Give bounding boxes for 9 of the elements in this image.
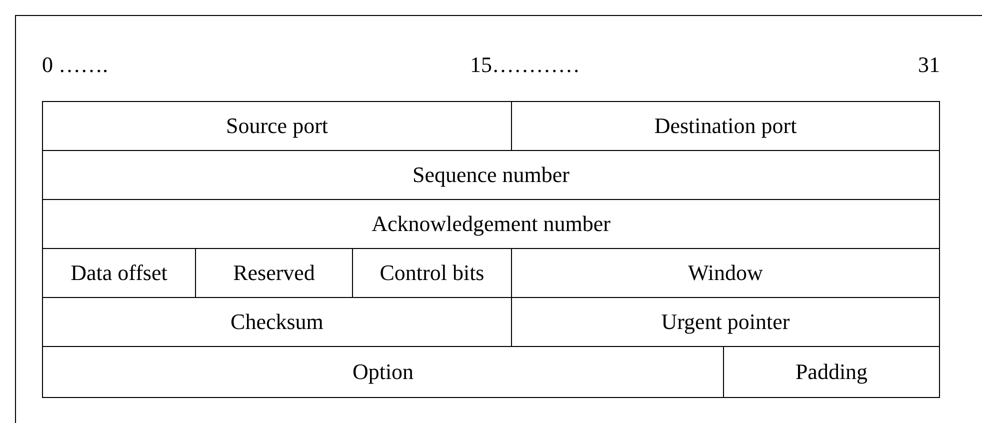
bit-position-label: 31 (918, 52, 940, 78)
bit-position-label: 15………… (470, 52, 580, 78)
header-field-cell: Destination port (511, 101, 940, 151)
header-field-cell: Acknowledgement number (42, 199, 940, 249)
header-field-cell: Sequence number (42, 150, 940, 200)
header-field-cell: Padding (723, 346, 940, 398)
bit-position-label: 0 ……. (42, 52, 108, 78)
header-field-cell: Source port (42, 101, 512, 151)
header-field-cell: Option (42, 346, 724, 398)
